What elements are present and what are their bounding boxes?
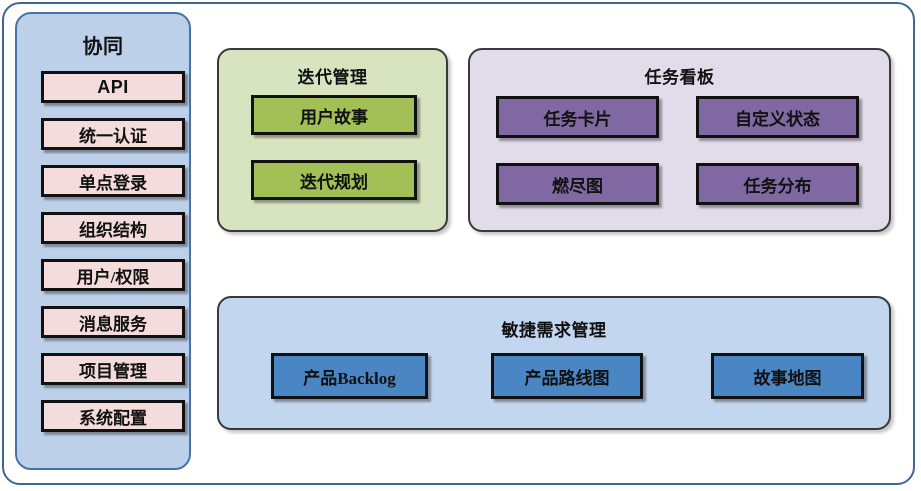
taskboard-item-task-distribution[interactable]: 任务分布 — [696, 163, 859, 205]
agile-item-product-roadmap[interactable]: 产品路线图 — [491, 353, 643, 399]
group-title-taskboard: 任务看板 — [644, 68, 715, 87]
group-title-collaboration: 协同 — [82, 36, 124, 58]
iteration-item-iteration-planning[interactable]: 迭代规划 — [251, 160, 417, 200]
group-panel-taskboard[interactable]: 任务看板 任务卡片 自定义状态 燃尽图 任务分布 — [468, 48, 891, 232]
sidebar-item-sso[interactable]: 单点登录 — [41, 165, 185, 197]
agile-item-product-backlog[interactable]: 产品Backlog — [271, 353, 428, 399]
group-title-agile-requirements: 敏捷需求管理 — [501, 321, 607, 340]
group-panel-agile-requirements[interactable]: 敏捷需求管理 产品Backlog 产品路线图 故事地图 — [217, 296, 891, 430]
sidebar-item-org-structure[interactable]: 组织结构 — [41, 212, 185, 244]
group-panel-iteration[interactable]: 迭代管理 用户故事 迭代规划 — [217, 48, 448, 232]
group-title-iteration: 迭代管理 — [297, 68, 368, 87]
sidebar-item-message-service[interactable]: 消息服务 — [41, 306, 185, 338]
group-panel-collaboration[interactable]: 协同 API 统一认证 单点登录 组织结构 用户/权限 消息服务 项目管理 系统… — [15, 12, 191, 470]
taskboard-item-custom-status[interactable]: 自定义状态 — [696, 96, 859, 138]
sidebar-item-api[interactable]: API — [41, 71, 185, 103]
taskboard-item-task-card[interactable]: 任务卡片 — [496, 96, 659, 138]
taskboard-item-burndown-chart[interactable]: 燃尽图 — [496, 163, 659, 205]
sidebar-item-unified-auth[interactable]: 统一认证 — [41, 118, 185, 150]
sidebar-item-user-permission[interactable]: 用户/权限 — [41, 259, 185, 291]
iteration-item-user-story[interactable]: 用户故事 — [251, 95, 417, 135]
sidebar-item-project-management[interactable]: 项目管理 — [41, 353, 185, 385]
agile-item-story-map[interactable]: 故事地图 — [711, 353, 864, 399]
sidebar-item-system-config[interactable]: 系统配置 — [41, 400, 185, 432]
